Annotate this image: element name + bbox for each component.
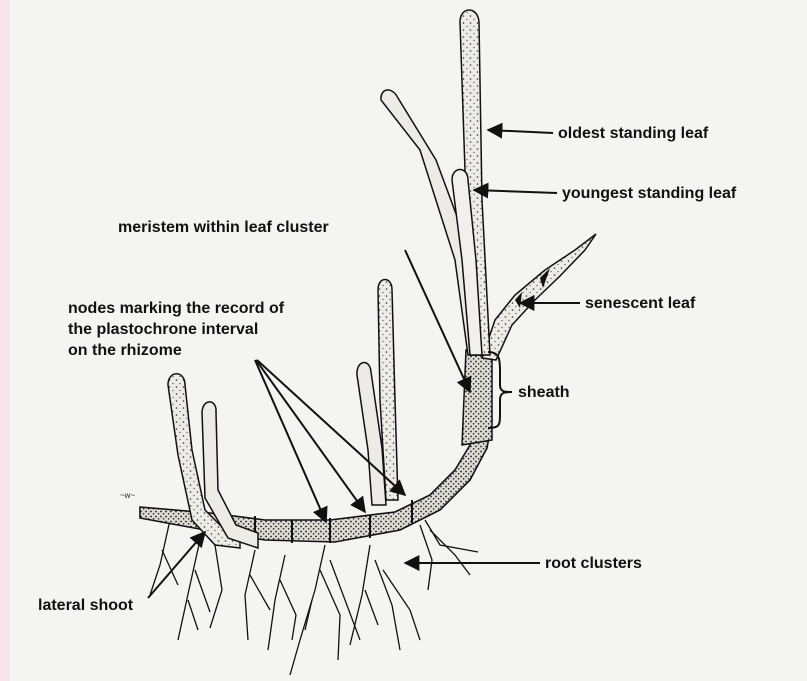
label-meristem: meristem within leaf cluster — [118, 219, 329, 236]
label-nodes-line1: nodes marking the record of — [68, 300, 285, 317]
label-lateral-shoot: lateral shoot — [38, 597, 134, 614]
label-root-clusters: root clusters — [545, 555, 642, 572]
root-system — [150, 520, 478, 675]
label-youngest-standing-leaf: youngest standing leaf — [562, 185, 737, 202]
label-oldest-standing-leaf: oldest standing leaf — [558, 125, 709, 142]
senescent-leaf — [482, 234, 596, 360]
label-nodes-line3: on the rhizome — [68, 342, 182, 359]
label-nodes-line2: the plastochrone interval — [68, 321, 258, 338]
label-sheath: sheath — [518, 384, 570, 401]
label-senescent-leaf: senescent leaf — [585, 295, 696, 312]
left-edge-strip — [0, 0, 10, 681]
arrow-oldest-leaf — [488, 130, 553, 133]
rhizome-tip-scribble: ~w~ — [120, 491, 135, 500]
arrow-youngest-leaf — [474, 190, 557, 193]
arrow-lateral-shoot — [148, 532, 205, 598]
main-shoot-sheath — [462, 350, 492, 445]
